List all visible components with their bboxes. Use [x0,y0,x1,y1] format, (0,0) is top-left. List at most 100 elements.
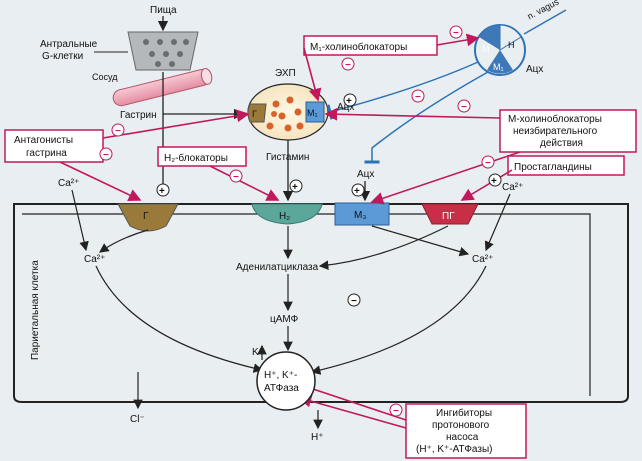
svg-text:−: − [351,296,357,307]
vagus-sector-h [499,24,522,51]
g-to-ca-left [99,229,149,253]
h-plus-label: H⁺ [311,432,324,443]
gastrin-antagonists-label-2: гастрина [26,148,67,159]
g-cells-label-1: Антральные [40,39,98,50]
svg-text:+: + [292,182,298,193]
minus-sign [99,147,113,161]
ca-left-entry [71,189,89,252]
m-blockers-box [499,109,637,153]
m-blockers-label-3: действия [540,138,583,149]
m3-to-ca-right [371,225,470,257]
minus-sign [481,155,495,169]
receptor-h2-label: H₂ [279,211,290,222]
pump-label-1: H⁺, K⁺- [264,370,297,381]
svg-text:−: − [345,60,351,71]
vessel-label: Сосуд [92,72,118,82]
plus-sign [156,183,170,197]
blood-vessel [112,68,213,107]
svg-text:−: − [103,150,109,161]
minus-sign [449,25,463,39]
ca-right-to-pump [310,265,487,375]
vagus-label: n. vagus [526,0,561,21]
svg-text:−: − [115,126,121,137]
g-cell-granules [143,39,189,67]
minus-sign [389,403,403,417]
receptor-g [117,203,179,232]
minus-sign [229,169,243,183]
prostaglandins-label: Простагландины [514,162,592,173]
vagus-m1-label: M₁ [493,62,504,72]
pump-label-2: АТФаза [264,383,299,394]
vagus-m-label: M [482,44,490,54]
pg-inhibit-adenylate [318,225,449,270]
ca-left-outside: Ca²⁺ [58,178,79,189]
receptor-pg-label: ПГ [442,211,455,222]
m1-blockers-box [303,35,438,56]
minus-signs: − − − − − − − − − − [99,25,495,417]
ca-left-to-pump [95,265,264,373]
m1-blockers-label: M₁-холиноблокаторы [310,41,407,53]
gastrin-label: Гастрин [120,110,157,121]
minus-sign [457,99,471,113]
vagus-ach-label: Ацх [526,64,543,75]
svg-text:−: − [461,102,467,113]
proton-pump [256,351,316,411]
histamine-label: Гистамин [266,152,309,163]
receptor-pg [421,203,479,225]
cl-minus-label: Cl⁻ [130,414,145,425]
vagus-nerve [523,9,567,35]
minus-sign [347,293,361,307]
ecl-receptor-g [247,103,267,123]
svg-text:−: − [485,158,491,169]
ppi-label-1: Ингибиторы [436,407,492,419]
ecl-granules [266,96,304,132]
adenylate-label: Аденилатциклаза [236,262,319,273]
camp-label: цАМФ [270,314,299,325]
ecl-label: ЭХП [275,68,296,79]
parietal-cell-outline [13,203,629,403]
receptor-g-label: Г [143,211,149,222]
m-blockers-label-2: неизбирательного [513,125,598,137]
ecl-receptor-m1 [305,101,325,123]
vagus-sector-m1 [487,50,513,74]
prostaglandins-box [507,155,625,176]
minus-sign [411,89,425,103]
ca-right-entry [484,193,511,252]
m-blockers-label-1: М-холиноблокаторы [508,113,602,125]
vagus-to-m3-path [364,71,489,164]
svg-text:−: − [453,28,459,39]
ecl-ach-label: Ацх [337,102,354,113]
ecl-receptor-m1-label: M₁ [307,108,318,118]
ca-right-outside: Ca²⁺ [502,182,523,193]
svg-text:−: − [393,406,399,417]
gastrin-antagonists-label-1: Антагонисты [14,135,73,146]
receptor-h2 [251,203,323,225]
vagus-sector-m [479,25,500,50]
svg-text:−: − [415,92,421,103]
g-cells-label-2: G-клетки [42,51,83,62]
parietal-cell-inner-line [22,213,591,396]
ca-right-inside: Ca²⁺ [472,254,493,265]
svg-text:+: + [159,186,165,197]
antral-g-cells [127,31,199,71]
minus-sign [341,57,355,71]
ppi-label-4: (H⁺, K⁺-АТФазы) [416,444,492,455]
svg-text:+: + [354,186,360,197]
plus-sign [289,179,303,193]
ppi-box [405,403,527,459]
ecl-receptor-g-label: Г [252,109,257,119]
ppi-label-2: протонового [432,420,490,431]
receptor-m3 [334,202,390,226]
h2-blockers-label: H₂-блокаторы [164,152,228,164]
parietal-cell-label: Париетальная клетка [30,260,41,360]
minus-sign [111,123,125,137]
food-label: Пища [150,5,177,16]
plus-signs: + + + + + [156,93,502,197]
plus-sign [351,183,365,197]
ppi-label-3: насоса [446,432,479,443]
inhibition-lines [59,33,521,429]
gastrin-antagonists-box [4,129,104,163]
svg-text:+: + [491,176,497,187]
